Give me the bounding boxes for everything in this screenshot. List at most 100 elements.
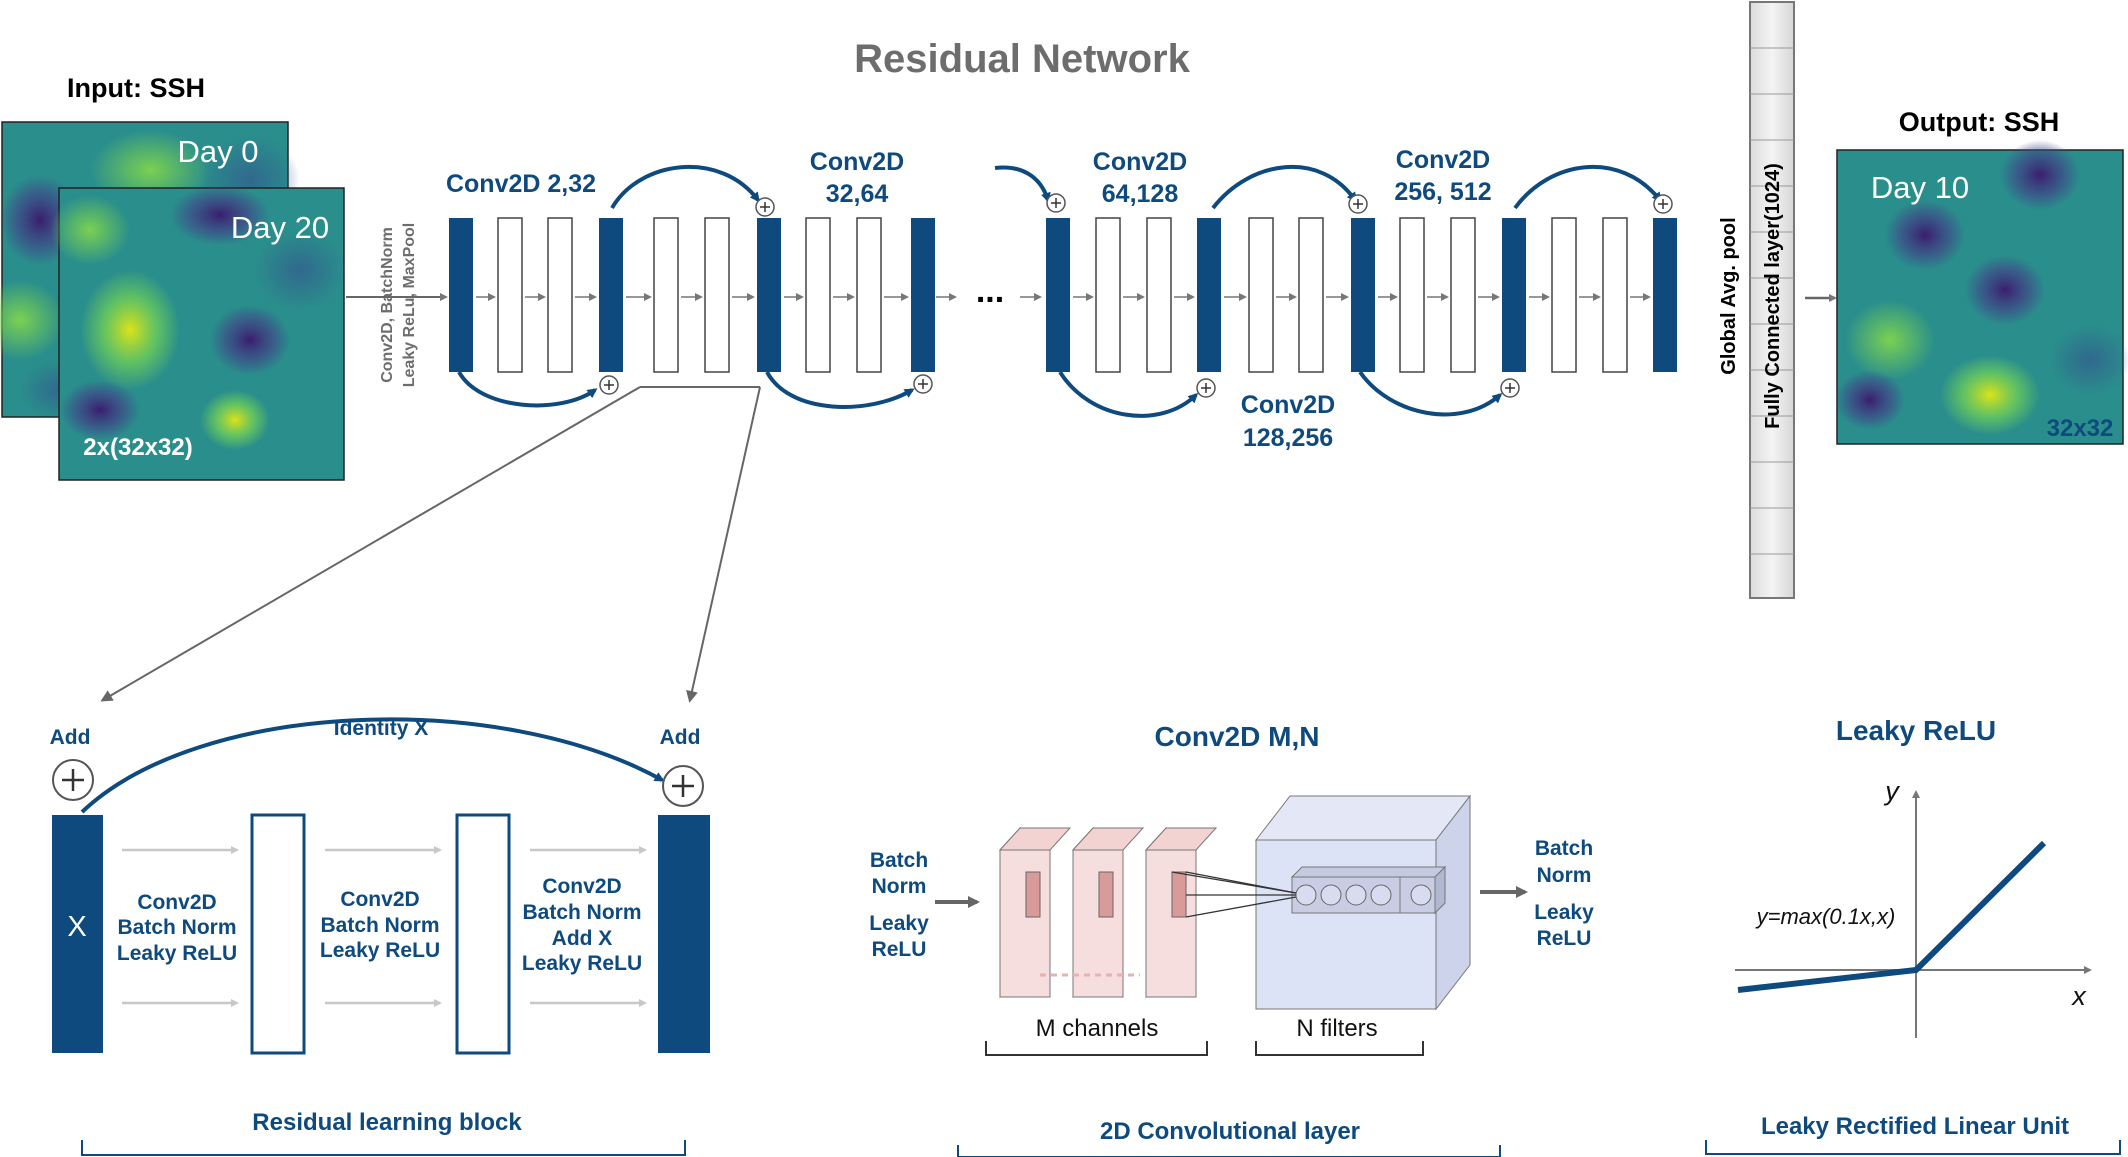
rb-identity-label: Identity X [334,717,429,740]
conv-block-empty [1095,217,1121,373]
conv-in-label: ReLU [872,938,927,961]
conv-block-empty [856,217,882,373]
leaky-caption: Leaky Rectified Linear Unit [1761,1113,2069,1140]
plus-nodes [599,193,1673,398]
leaky-caption-bracket [1705,1140,2121,1155]
conv-block-empty [1298,217,1324,373]
output-day-label: Day 10 [1871,170,1969,205]
input-day0-label: Day 0 [178,134,259,169]
plus-node [1500,378,1520,398]
rb-stage1-line: Batch Norm [117,916,236,939]
rb-stage3-line: Add X [552,927,613,950]
layer-label-conv-2-32: Conv2D 2,32 [446,170,596,198]
conv-block-empty [653,217,679,373]
plus-node [1348,194,1368,214]
layer-label-conv-32-64-b: 32,64 [826,180,889,208]
rb-plus-left [52,759,94,801]
pool-label: Global Avg. pool [1718,217,1740,374]
fc-label: Fully Connected layer(1024) [1762,163,1784,429]
fc-layer [1749,1,1795,599]
rb-caption-bracket [81,1140,686,1156]
skip-connections [457,164,1662,418]
conv-block-filled [911,218,935,372]
m-channels-bracket [985,1041,1208,1056]
conv-block-empty [805,217,831,373]
conv-block-filled [1653,218,1677,372]
conv-block-filled [1351,218,1375,372]
rb-x-label: X [67,911,86,943]
plus-node [599,375,619,395]
leaky-curve [1737,840,2047,993]
leaky-formula: y=max(0.1x,x) [1755,904,1896,929]
zoom-lines [100,386,761,703]
n-filters-bracket [1255,1041,1424,1056]
leaky-x-label: x [2070,981,2087,1011]
rb-stage1-line: Leaky ReLU [117,942,237,965]
leaky-relu-panel: Leaky ReLU y x y=max(0.1x,x) Leaky Recti… [1705,715,2121,1155]
conv-out-label: Norm [1537,864,1592,887]
stem-label-line2: Leaky ReLu, MaxPool [401,223,418,388]
rb-stage3-line: Conv2D [542,875,621,898]
leaky-y-label: y [1883,776,1900,806]
rb-add-right-label: Add [660,726,701,749]
conv-layer-panel: Conv2D M,N Batch Norm Leaky ReLU [869,721,1594,1157]
conv-caption: 2D Convolutional layer [1100,1118,1360,1145]
conv-in-label: Batch [870,849,928,872]
conv-kernel-lines [1171,871,1297,918]
layer-label-conv-128-256-b: 128,256 [1243,424,1333,452]
plus-node [1046,193,1066,213]
rb-conv-block-1 [250,813,306,1055]
rb-identity-arrow [80,717,665,814]
plus-node [755,197,775,217]
layer-label-conv-64-128-b: 64,128 [1102,180,1179,208]
rb-caption: Residual learning block [252,1109,522,1136]
output-image [1835,140,2128,445]
input-day20-label: Day 20 [231,210,329,245]
plus-node [913,374,933,394]
conv-block-empty [547,217,573,373]
conv-block-empty [1399,217,1425,373]
conv-block-filled [1046,218,1070,372]
rb-conv-block-2 [455,813,511,1055]
input-size-label: 2x(32x32) [83,434,192,461]
conv-block-filled [449,218,473,372]
residual-block: Add Add Identity X X Conv2D Batch Norm [50,717,710,1156]
layer-label-conv-128-256-a: Conv2D [1241,391,1335,419]
conv-block-empty [1602,217,1628,373]
conv-caption-bracket [957,1145,1501,1157]
conv-block-empty [704,217,730,373]
conv-block-filled [757,218,781,372]
output-label: Output: SSH [1899,107,2059,137]
rb-stage2-line: Leaky ReLU [320,939,440,962]
conv-block-filled [599,218,623,372]
output-size-label: 32x32 [2047,415,2114,442]
conv-in-label: Leaky [869,912,929,935]
main-chain [449,217,1677,373]
diagram-title: Residual Network [854,37,1190,81]
conv-filter-cube [1254,794,1472,1011]
leaky-title: Leaky ReLU [1836,715,1996,746]
rb-out-block [658,815,710,1053]
conv-in-label: Norm [872,875,927,898]
plus-node [1653,194,1673,214]
layer-label-conv-32-64-a: Conv2D [810,148,904,176]
m-channels-label: M channels [1036,1015,1159,1042]
rb-stage2-line: Conv2D [340,888,419,911]
rb-stage3-line: Leaky ReLU [522,952,642,975]
layer-label-conv-256-512-b: 256, 512 [1394,178,1491,206]
input-image-day20 [50,185,345,481]
conv-block-empty [1248,217,1274,373]
rb-add-left-label: Add [50,726,91,749]
layer-label-conv-64-128-a: Conv2D [1093,148,1187,176]
conv-block-empty [497,217,523,373]
plus-node [1196,378,1216,398]
layer-label-conv-256-512-a: Conv2D [1396,146,1490,174]
conv-channel-maps [998,826,1218,999]
rb-plus-right [662,765,704,807]
conv-out-label: Leaky [1534,901,1594,924]
rb-stage1-line: Conv2D [137,891,216,914]
rb-x-block [52,815,103,1053]
conv-block-empty [1450,217,1476,373]
input-label: Input: SSH [67,73,205,103]
